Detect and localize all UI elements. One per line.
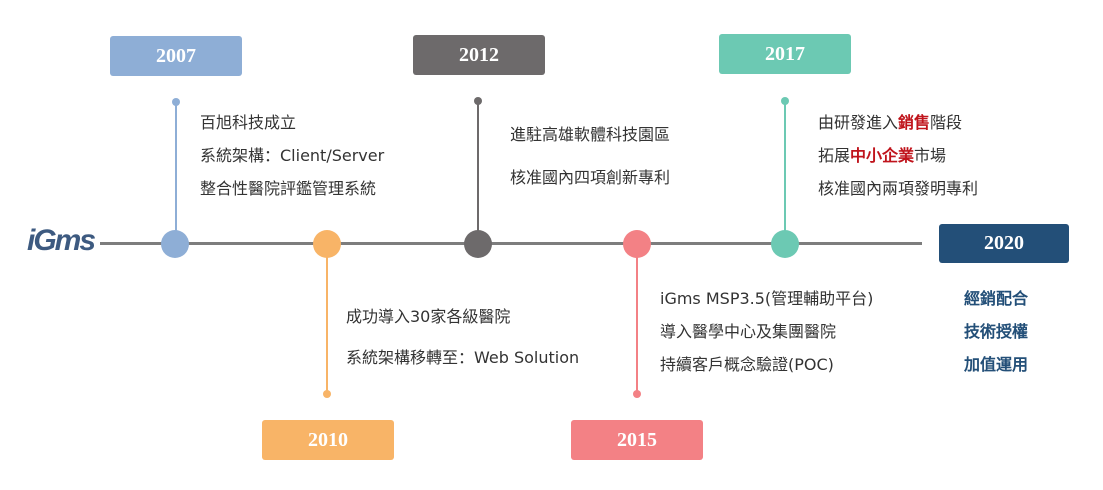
year-badge-2012: 2012 (413, 35, 545, 75)
node-2017 (771, 230, 799, 258)
stem-dot-2015 (633, 390, 641, 398)
milestone-item-text: 核准國內兩項發明專利 (818, 179, 979, 198)
timeline-line (100, 242, 922, 245)
milestone-2017-text: 由研發進入銷售階段 拓展中小企業市場 核准國內兩項發明專利 (818, 106, 978, 205)
milestone-2012-text: 進駐高雄軟體科技園區 核准國內四項創新專利 (510, 113, 670, 199)
milestone-item: 系統架構移轉至：Web Solution (346, 348, 580, 367)
milestone-item: 持續客戶概念驗證(POC) (660, 355, 834, 374)
milestone-item: iGms MSP3.5(管理輔助平台) (660, 289, 874, 308)
highlight-text: 中小企業 (850, 146, 915, 165)
milestone-item: 整合性醫院評鑑管理系統 (200, 179, 377, 198)
milestone-item: 系統架構：Client/Server (200, 146, 385, 165)
milestone-item: 成功導入30家各級醫院 (346, 307, 511, 326)
milestone-item: 技術授權 (964, 322, 1029, 341)
highlight-text: 銷售 (898, 113, 931, 132)
milestone-item: 核准國內兩項發明專利 (818, 172, 978, 205)
stem-2017 (784, 101, 786, 232)
milestone-item-text: 階段 (930, 113, 963, 132)
milestone-2010-text: 成功導入30家各級醫院 系統架構移轉至：Web Solution (346, 296, 579, 378)
milestone-item-text: 市場 (914, 146, 947, 165)
year-badge-2010: 2010 (262, 420, 394, 460)
milestone-item-text: 由研發進入 (818, 113, 899, 132)
year-badge-2020: 2020 (939, 224, 1069, 263)
milestone-item: 百旭科技成立 (200, 113, 297, 132)
milestone-item: 核准國內四項創新專利 (510, 168, 671, 187)
milestone-item: 進駐高雄軟體科技園區 (510, 125, 671, 144)
stem-dot-2010 (323, 390, 331, 398)
milestone-item: 由研發進入銷售階段 (818, 106, 978, 139)
year-badge-2017: 2017 (719, 34, 851, 74)
stem-2012 (477, 101, 479, 232)
milestone-2007-text: 百旭科技成立 系統架構：Client/Server 整合性醫院評鑑管理系統 (200, 106, 384, 205)
milestone-2015-text: iGms MSP3.5(管理輔助平台) 導入醫學中心及集團醫院 持續客戶概念驗證… (660, 282, 873, 381)
milestone-item-text: 拓展 (818, 146, 851, 165)
milestone-2020-text: 經銷配合 技術授權 加值運用 (964, 282, 1028, 381)
milestone-item: 經銷配合 (964, 289, 1029, 308)
milestone-item: 拓展中小企業市場 (818, 139, 978, 172)
igms-logo: iGms (27, 224, 96, 257)
milestone-item: 加值運用 (964, 355, 1029, 374)
node-2007 (161, 230, 189, 258)
milestone-item: 導入醫學中心及集團醫院 (660, 322, 837, 341)
node-2015 (623, 230, 651, 258)
year-badge-2015: 2015 (571, 420, 703, 460)
node-2012 (464, 230, 492, 258)
node-2010 (313, 230, 341, 258)
stem-2007 (175, 102, 177, 232)
year-badge-2007: 2007 (110, 36, 242, 76)
stem-2010 (326, 256, 328, 392)
stem-2015 (636, 256, 638, 392)
